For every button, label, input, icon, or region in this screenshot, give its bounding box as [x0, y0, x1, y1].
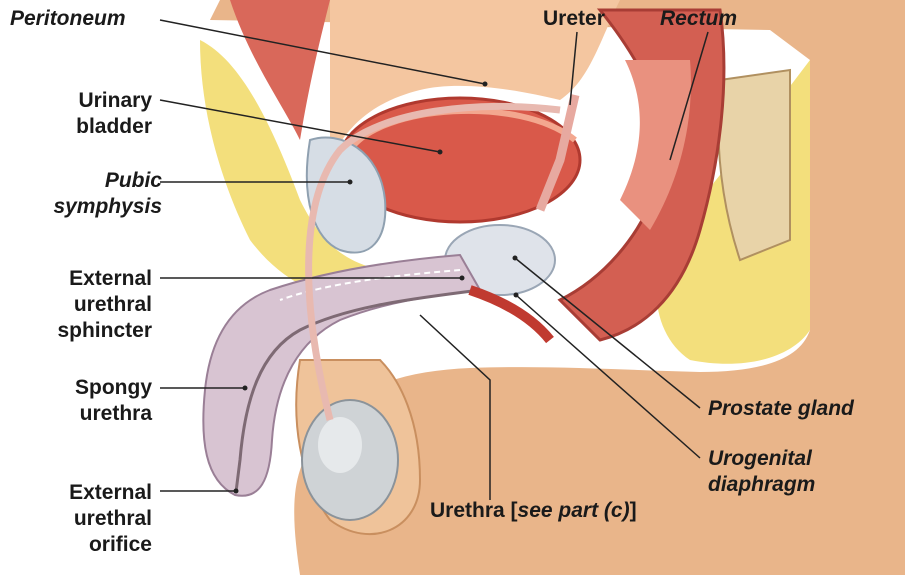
label-peritoneum: Peritoneum	[10, 6, 126, 32]
label-urethra: Urethra [see part (c)]	[430, 498, 637, 524]
testis-highlight	[318, 417, 362, 473]
label-rectum: Rectum	[660, 6, 737, 32]
label-ureter: Ureter	[543, 6, 605, 32]
label-prostate-gland: Prostate gland	[708, 396, 854, 422]
